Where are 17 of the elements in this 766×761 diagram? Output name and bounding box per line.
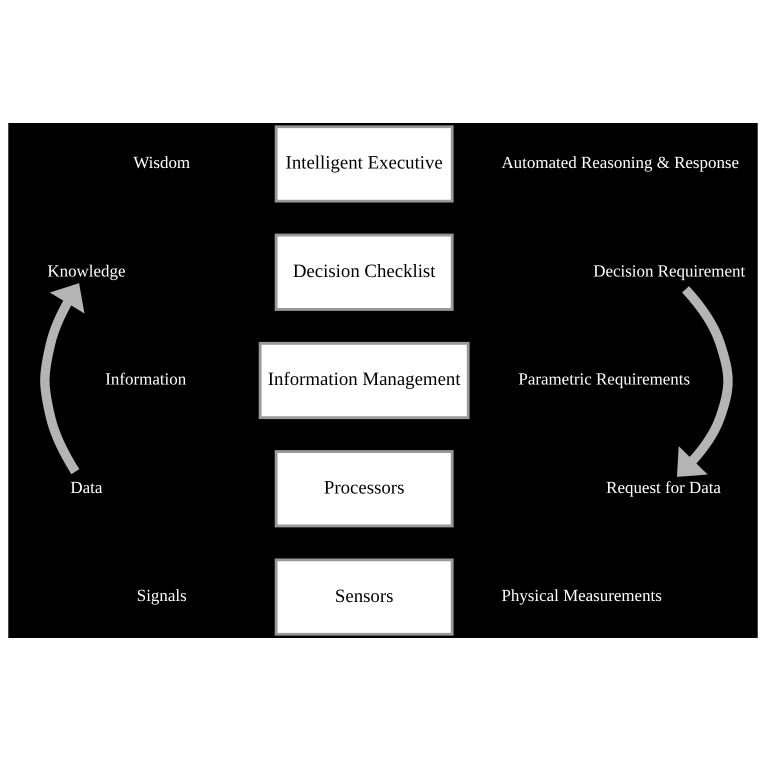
node-text: Knowledge [47,261,126,280]
node-box: Decision Checklist [274,234,454,311]
arrow [40,283,84,474]
node-text: Wisdom [133,153,190,172]
node-text: Request for Data [606,478,721,497]
node-text: Physical Measurements [501,586,662,606]
node-box: Sensors [274,558,454,636]
arrow [676,286,733,477]
node-text: Automated Reasoning & Response [501,153,740,172]
node-box: Processors [274,450,454,528]
node-text: Decision Requirement [593,261,746,280]
node-text: Parametric Requirements [518,370,690,389]
node-text: Signals [136,586,187,606]
node-text: Information [105,370,186,389]
node-box: Information Management [258,342,470,420]
node-text: Data [70,478,102,497]
node-box: Intelligent Executive [274,125,454,203]
